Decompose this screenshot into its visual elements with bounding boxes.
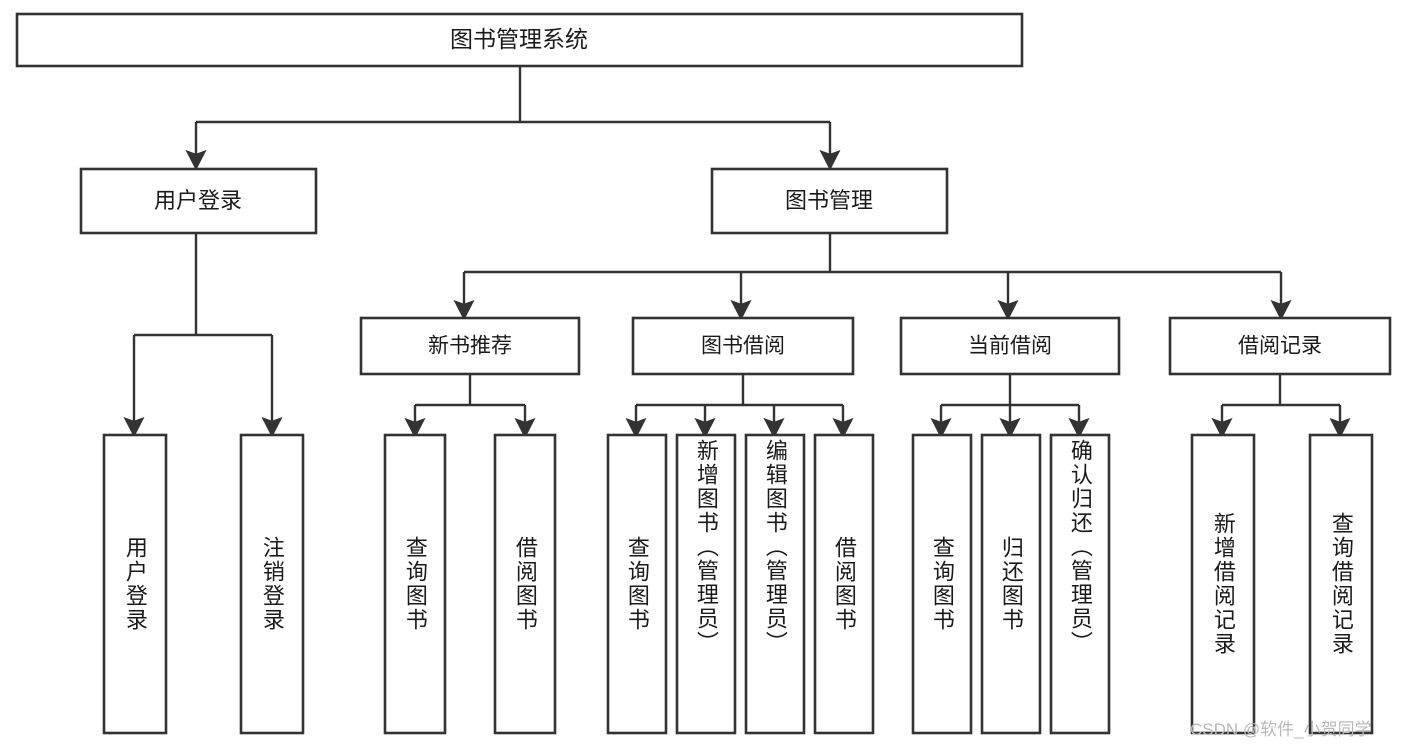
- node-user-login-label: 用户登录: [154, 188, 242, 213]
- connector-root-to-level1: [185, 66, 841, 171]
- connector-userlogin-to-leaves: [123, 233, 283, 438]
- leaf-node-borrow-book[interactable]: [813, 433, 875, 735]
- node-new-book-recommend[interactable]: 新书推荐: [359, 316, 581, 376]
- connector-bookmgmt-to-level2: [453, 233, 1292, 321]
- connector-bookborrow-to-leaves: [625, 374, 854, 439]
- leaf-node-confirm-return-admin[interactable]: [1049, 433, 1111, 735]
- node-new-book-recommend-label: 新书推荐: [428, 335, 512, 358]
- leaf-node-query-book-borrow[interactable]: [606, 433, 668, 735]
- node-current-borrow-label: 当前借阅: [968, 335, 1052, 358]
- node-root[interactable]: 图书管理系统: [15, 12, 1024, 68]
- node-user-login[interactable]: 用户登录: [79, 167, 318, 235]
- leaf-node-add-borrow-record[interactable]: [1190, 433, 1256, 735]
- connector-borrowrecord-to-leaves: [1211, 374, 1351, 439]
- node-book-management[interactable]: 图书管理: [710, 167, 949, 235]
- leaf-node-edit-book-admin[interactable]: [744, 433, 806, 735]
- node-book-borrow-label: 图书借阅: [701, 335, 785, 358]
- leaf-node-query-book-current[interactable]: [911, 433, 973, 735]
- leaf-node-user-login[interactable]: [102, 433, 168, 735]
- leaf-node-return-book[interactable]: [980, 433, 1042, 735]
- leaf-node-query-book-recommend[interactable]: [383, 433, 447, 735]
- connector-newbook-to-leaves: [404, 374, 536, 439]
- connector-currentborrow-to-leaves: [930, 374, 1090, 439]
- node-root-label: 图书管理系统: [450, 26, 588, 52]
- leaf-node-add-book-admin[interactable]: [675, 433, 737, 735]
- node-book-borrow[interactable]: 图书借阅: [631, 316, 855, 376]
- node-borrow-record[interactable]: 借阅记录: [1168, 316, 1392, 376]
- leaf-node-borrow-book-recommend[interactable]: [493, 433, 557, 735]
- node-current-borrow[interactable]: 当前借阅: [899, 316, 1121, 376]
- csdn-watermark: CSDN @软件_小贺同学: [1190, 720, 1372, 739]
- leaf-node-query-borrow-record[interactable]: [1308, 433, 1374, 735]
- node-book-management-label: 图书管理: [785, 188, 873, 213]
- leaf-node-logout[interactable]: [239, 433, 305, 735]
- node-borrow-record-label: 借阅记录: [1238, 335, 1322, 358]
